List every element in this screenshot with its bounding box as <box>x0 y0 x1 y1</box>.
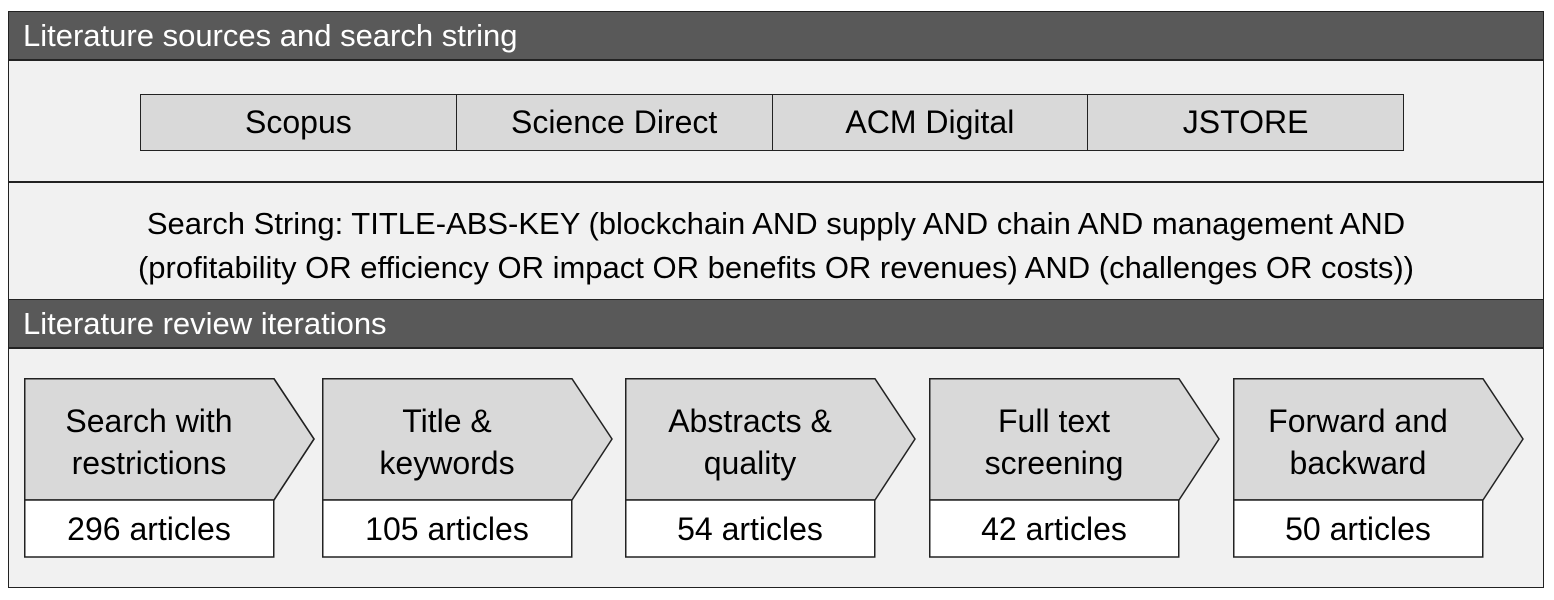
step-label-line-1: Abstracts & <box>668 403 832 439</box>
iteration-step-2: Title & keywords 105 articles <box>322 378 622 560</box>
step-label-line-1: Search with <box>65 403 233 439</box>
step-label-line-2: keywords <box>379 445 515 481</box>
step-article-count: 54 articles <box>677 510 823 547</box>
diagram-frame: Literature sources and search string Sco… <box>8 11 1544 588</box>
step-label-line-1: Full text <box>997 403 1111 439</box>
divider <box>9 59 1543 61</box>
search-string: Search String: TITLE-ABS-KEY (blockchain… <box>9 202 1543 290</box>
divider <box>9 299 1543 301</box>
search-string-line-2: (profitability OR efficiency OR impact O… <box>137 250 1415 285</box>
step-label: Forward and backward <box>1233 400 1483 484</box>
iteration-step-3: Abstracts & quality 54 articles <box>625 378 925 560</box>
step-article-count: 296 articles <box>67 510 231 547</box>
source-scopus: Scopus <box>141 95 457 150</box>
step-article-count: 42 articles <box>981 510 1127 547</box>
source-science-direct: Science Direct <box>456 95 773 150</box>
step-label-line-2: quality <box>703 445 797 481</box>
chevron-arrow-shape <box>929 378 1220 558</box>
search-string-line-1: Search String: TITLE-ABS-KEY (blockchain… <box>146 206 1406 241</box>
sources-row: Scopus Science Direct ACM Digital JSTORE <box>140 94 1404 151</box>
step-label: Search with restrictions <box>24 400 274 484</box>
step-article-count: 105 articles <box>365 510 529 547</box>
step-label: Title & keywords <box>322 400 572 484</box>
sources-section-title: Literature sources and search string <box>23 18 518 53</box>
step-label-line-1: Title & <box>402 403 492 439</box>
step-label: Full text screening <box>929 400 1179 484</box>
divider <box>9 347 1543 349</box>
divider <box>9 181 1543 183</box>
source-acm-digital: ACM Digital <box>772 95 1089 150</box>
source-jstore: JSTORE <box>1088 95 1403 150</box>
chevron-arrow-shape <box>24 378 315 558</box>
iteration-step-5: Forward and backward 50 articles <box>1233 378 1533 560</box>
step-article-count: 50 articles <box>1285 510 1431 547</box>
sources-section-header: Literature sources and search string <box>9 12 1543 59</box>
iteration-step-4: Full text screening 42 articles <box>929 378 1229 560</box>
step-label-line-2: screening <box>984 445 1124 481</box>
chevron-arrow-shape <box>625 378 916 558</box>
iterations-section-header: Literature review iterations <box>9 300 1543 347</box>
step-label-line-1: Forward and <box>1268 403 1448 439</box>
step-label-line-2: restrictions <box>71 445 227 481</box>
chevron-arrow-shape <box>322 378 613 558</box>
step-label: Abstracts & quality <box>625 400 875 484</box>
step-label-line-2: backward <box>1289 445 1427 481</box>
iteration-step-1: Search with restrictions 296 articles <box>24 378 324 560</box>
chevron-arrow-shape <box>1233 378 1524 558</box>
iterations-section-title: Literature review iterations <box>23 306 387 341</box>
